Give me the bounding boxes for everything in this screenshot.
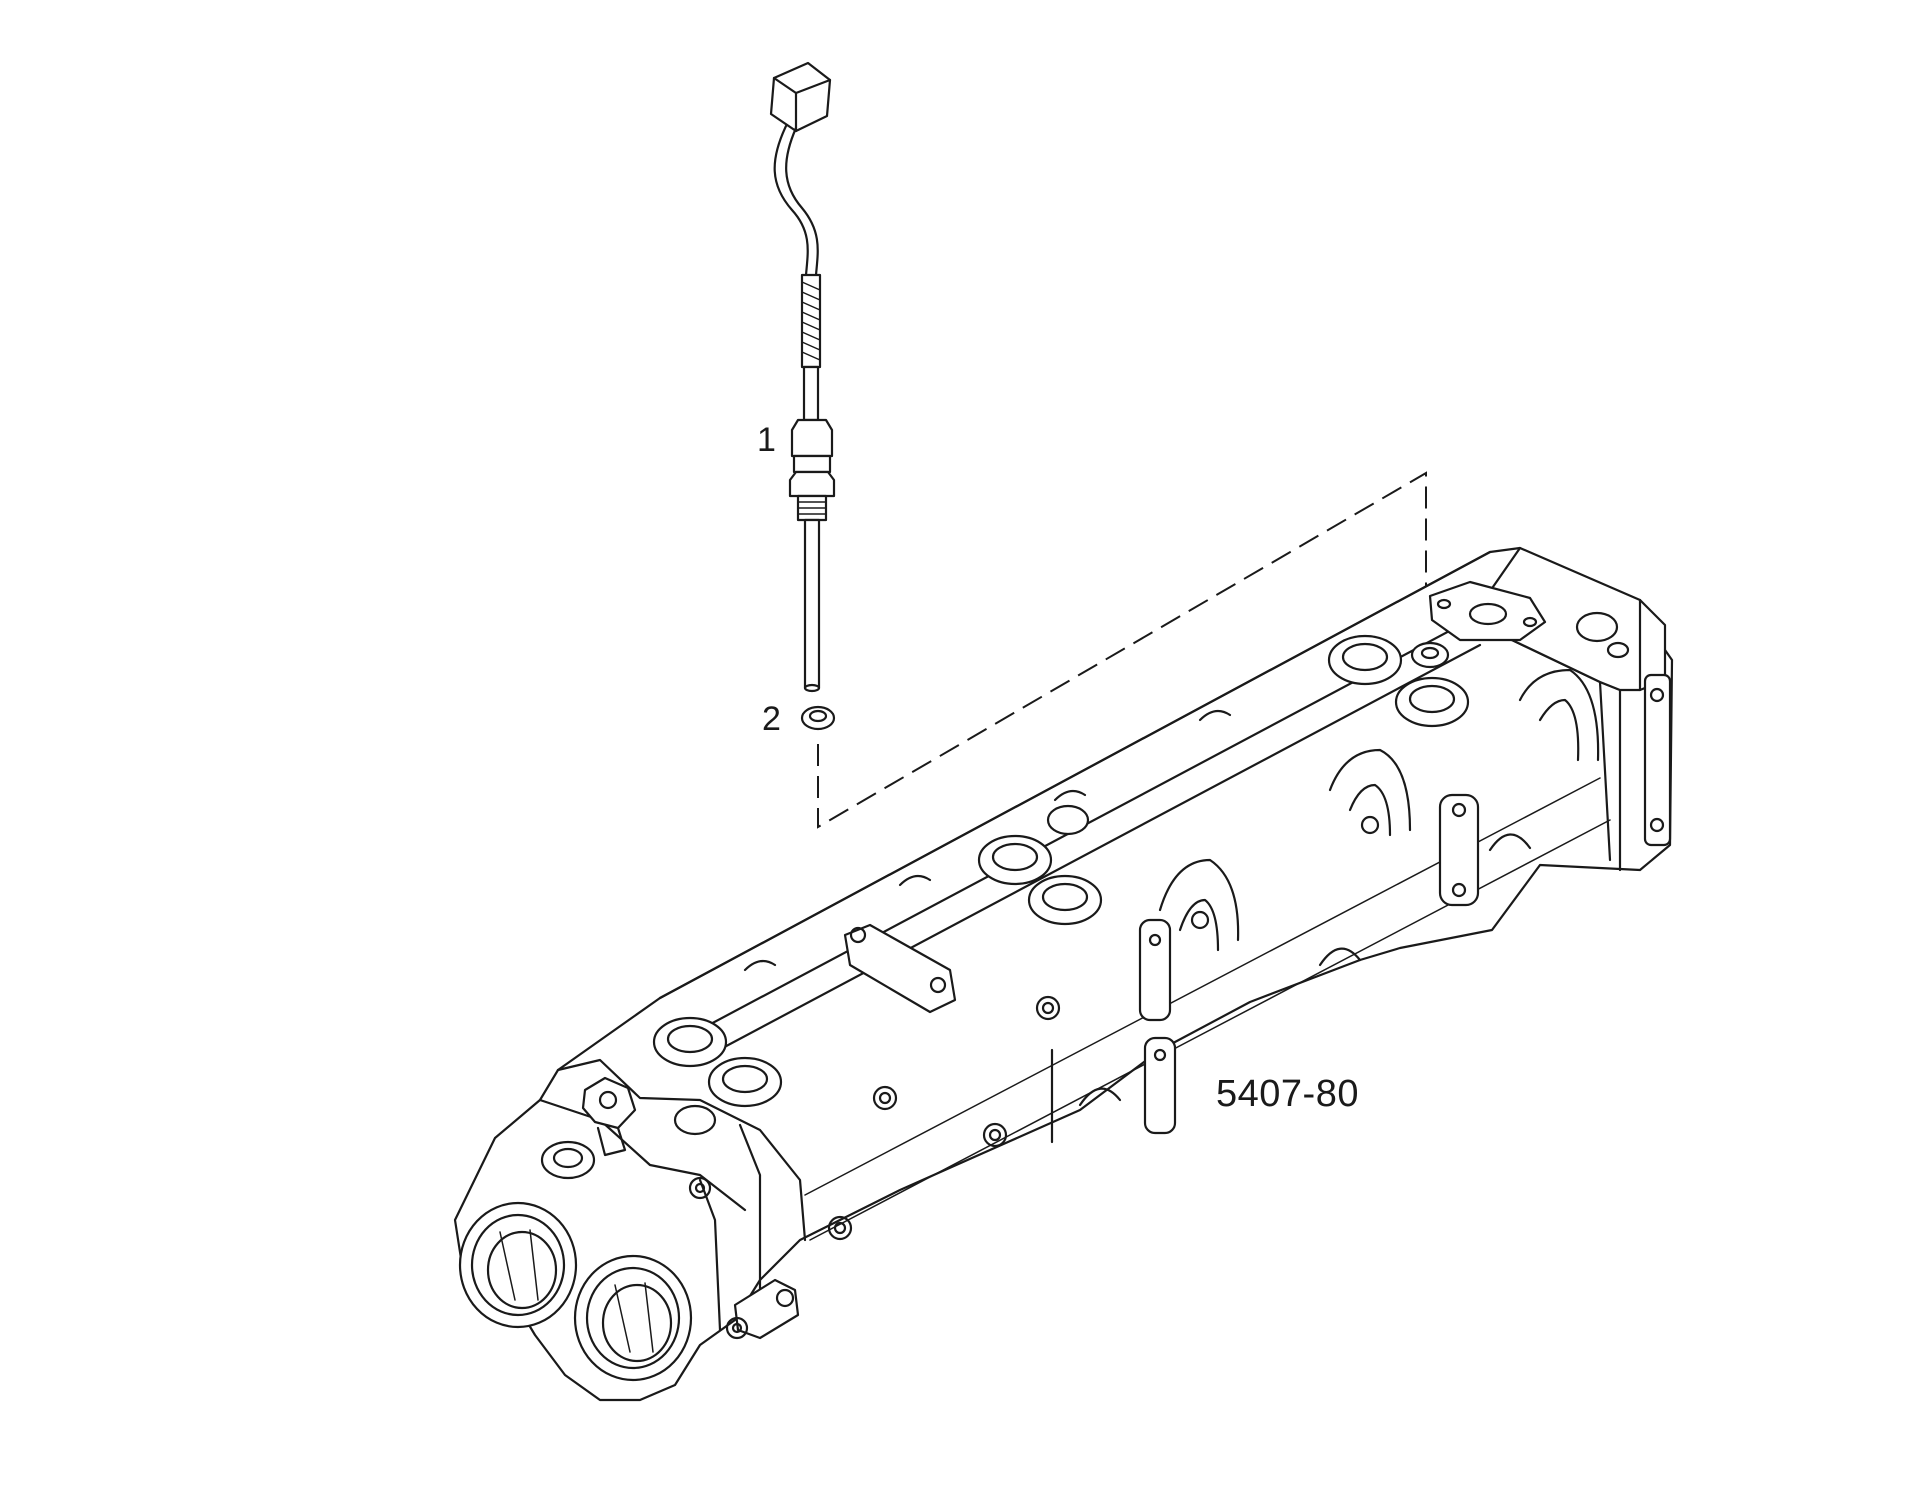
outlet-pipe [458,1201,578,1329]
port-pair [1327,634,1470,728]
temperature-sensor [769,61,836,693]
sensor-connector [769,61,832,133]
callout-1: 1 [757,421,776,459]
left-end-boss [581,1076,637,1157]
sensor-probe [803,518,821,693]
callout-2: 2 [762,700,781,738]
assembly-line [817,471,1427,829]
sensor-hex-body [788,418,836,522]
port-pair [977,834,1103,926]
outlet-pipe [573,1254,693,1382]
port-pair [652,1016,783,1108]
drawing-number: 5407-80 [1216,1073,1359,1115]
sensor-upper-tube [802,365,820,422]
sensor-spring-sleeve [800,273,822,369]
sealing-washer [800,705,836,731]
exhaust-manifold [453,546,1674,1402]
sensor-cable [773,124,819,277]
